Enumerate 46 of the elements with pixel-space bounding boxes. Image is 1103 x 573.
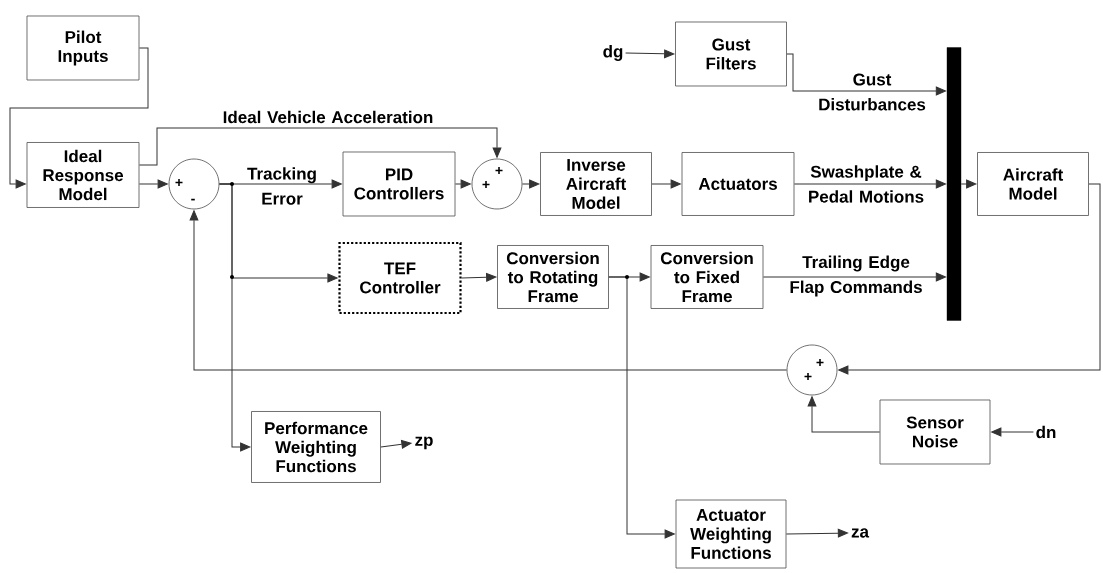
block-box: Inverse Aircraft Model (540, 152, 652, 216)
block-box: Gust Filters (675, 21, 787, 87)
edge-label: Tracking Error (247, 167, 316, 205)
block-box: Conversion to Fixed Frame (650, 245, 764, 309)
summing-junction: + - (168, 158, 220, 210)
edge-label: Gust Disturbances (819, 73, 926, 111)
arrow (960, 179, 977, 189)
arrow (218, 183, 251, 452)
signal-label: dg (603, 45, 623, 61)
edge-label: Ideal Vehicle Acceleration (223, 110, 433, 124)
arrow (991, 427, 1034, 437)
arrow (380, 439, 412, 449)
arrow (625, 49, 675, 59)
mux-bar (946, 47, 962, 321)
dotted-block-box: TEF Controller (338, 241, 462, 315)
block-box: Ideal Response Model (26, 142, 140, 208)
block-box: Performance Weighting Functions (251, 411, 381, 483)
signal-label: zp (415, 436, 433, 450)
block-box: Pilot Inputs (26, 15, 140, 81)
arrow (785, 528, 848, 538)
arrow (521, 179, 540, 189)
block-box: Sensor Noise (879, 399, 991, 465)
block-box: Conversion to Rotating Frame (497, 245, 609, 309)
arrow (138, 179, 168, 189)
arrow (608, 276, 675, 539)
arrow (651, 179, 681, 189)
block-box: PID Controllers (342, 151, 456, 217)
signal-label: dn (1036, 425, 1056, 439)
block-box: Aircraft Model (977, 152, 1089, 216)
block-box: Actuators (681, 152, 795, 216)
arrow (807, 396, 881, 433)
signal-label: za (851, 528, 870, 538)
arrow (762, 272, 946, 282)
block-box: Actuator Weighting Functions (675, 499, 787, 569)
arrow (189, 210, 788, 371)
arrow (793, 179, 946, 189)
arrow (454, 179, 471, 189)
arrow (461, 272, 497, 282)
arrow (838, 183, 1101, 375)
arrow (9, 47, 149, 189)
summing-junction: + + (471, 158, 523, 210)
edge-label: Swashplate & Pedal Motions (809, 165, 924, 203)
edge-label: Trailing Edge Flap Commands (790, 255, 922, 297)
arrow (786, 53, 946, 96)
summing-junction: + + (786, 344, 838, 396)
arrow (138, 127, 502, 166)
